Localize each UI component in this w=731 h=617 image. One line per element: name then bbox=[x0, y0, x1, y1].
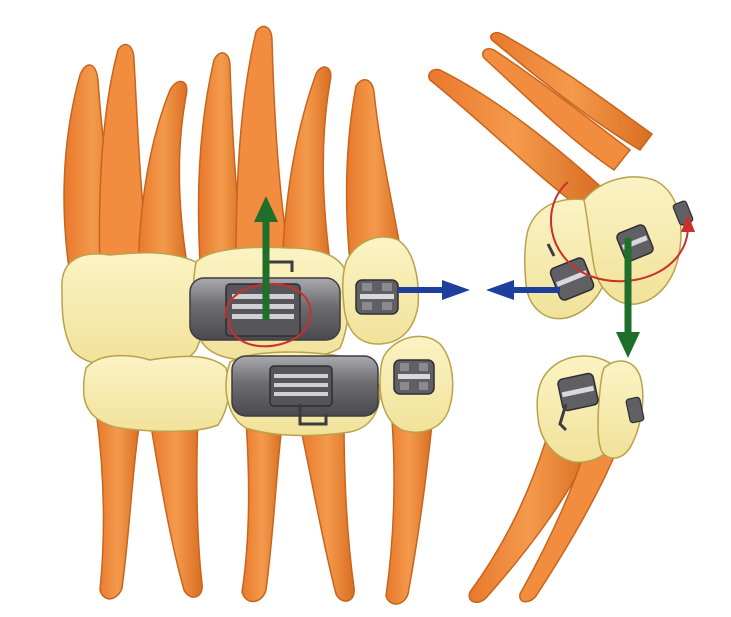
lower-first-molar bbox=[84, 356, 229, 599]
lower-band-slot-3 bbox=[274, 392, 328, 396]
lower-first-molar-crown bbox=[84, 356, 229, 432]
lower-premolar-bracket-wing-1 bbox=[400, 363, 409, 371]
upper-premolar-bracket-slot bbox=[360, 294, 394, 299]
lower-molar-band bbox=[232, 356, 378, 424]
lower-premolar-root bbox=[386, 420, 432, 604]
lower-premolar-bracket-wing-2 bbox=[419, 363, 428, 371]
lower-premolar-bracket-wing-4 bbox=[419, 382, 428, 390]
upper-premolar-bracket-wing-2 bbox=[382, 283, 392, 291]
lower-first-molar-root-distal bbox=[150, 415, 202, 597]
lower-first-molar-root-mesial bbox=[96, 410, 140, 599]
upper-premolar-bracket-wing-3 bbox=[362, 302, 372, 310]
upper-premolar-bracket-wing-1 bbox=[362, 283, 372, 291]
lower-band-slot-1 bbox=[274, 374, 328, 378]
upper-second-premolar-root-c bbox=[282, 67, 331, 262]
upper-premolar-bracket bbox=[356, 280, 398, 314]
lower-premolar-bracket-slot bbox=[398, 374, 430, 379]
lower-band-slot-2 bbox=[274, 383, 328, 387]
lower-premolar-bracket-wing-3 bbox=[400, 382, 409, 390]
lower-banded-tooth-root-b bbox=[300, 420, 354, 601]
upper-premolar-bracket-wing-4 bbox=[382, 302, 392, 310]
upper-first-molar bbox=[62, 45, 204, 365]
upper-first-molar-root-distal bbox=[138, 81, 188, 270]
upper-first-molar-crown bbox=[62, 253, 204, 365]
lower-canine-tipped bbox=[469, 356, 643, 602]
upper-first-premolar-root bbox=[347, 80, 402, 262]
lower-banded-tooth-root-a bbox=[242, 420, 282, 602]
lower-premolar-bracket bbox=[394, 360, 434, 394]
